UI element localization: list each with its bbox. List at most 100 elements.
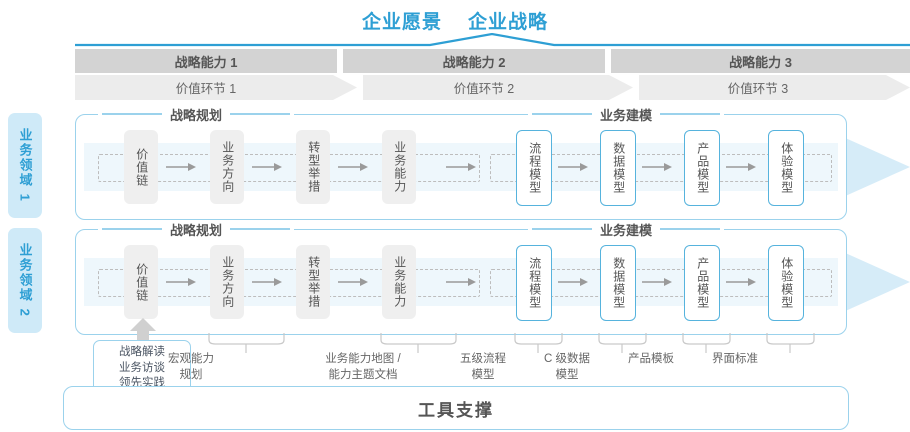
annotation-line-2: 能力主题文档 bbox=[328, 368, 398, 381]
footer-tool-support: 工具支撑 bbox=[63, 386, 849, 430]
dashed-band-modeling-2 bbox=[490, 269, 832, 297]
caption-rule-right bbox=[660, 113, 721, 115]
value-stage-label-1: 价值环节 1 bbox=[175, 82, 237, 96]
annotation-product-template: 产品模板 bbox=[596, 352, 706, 368]
annotation-ui-standard: 界面标准 bbox=[680, 352, 790, 368]
annotation-macro-capability: 宏观能力 规划 bbox=[131, 352, 251, 383]
connector-arrow bbox=[338, 163, 368, 171]
value-stage-chevrons bbox=[75, 75, 910, 100]
annotation-process-model: 五级流程 模型 bbox=[428, 352, 538, 383]
upward-arrow-icon bbox=[130, 318, 156, 344]
node-business-direction-1[interactable]: 业务方向 bbox=[210, 130, 244, 204]
caption-rule-left bbox=[102, 113, 162, 115]
annotation-box-line-2: 业务访谈 bbox=[119, 361, 165, 374]
sidebar-item-domain-2[interactable]: 业务领域 2 bbox=[8, 228, 42, 333]
node-transformation-1[interactable]: 转型举措 bbox=[296, 130, 330, 204]
title-strategy: 企业战略 bbox=[468, 11, 549, 33]
node-label: 转型举措 bbox=[306, 141, 321, 193]
node-product-model-1[interactable]: 产品模型 bbox=[684, 130, 720, 206]
swimlane-domain-2: 战略规划 业务建模 价值链 业务方向 转型举措 业务能力 流程模型 数据模型 产… bbox=[75, 221, 847, 335]
brace-connectors bbox=[208, 333, 815, 353]
node-data-model-2[interactable]: 数据模型 bbox=[600, 245, 636, 321]
sidebar-item-domain-1[interactable]: 业务领域 1 bbox=[8, 113, 42, 218]
section-caption-planning-2: 战略规划 bbox=[98, 221, 295, 238]
caption-rule-left bbox=[532, 113, 592, 115]
annotation-line-2: 模型 bbox=[555, 368, 579, 381]
annotation-line-2: 规划 bbox=[179, 368, 203, 381]
caption-rule-right bbox=[230, 113, 291, 115]
section-label-planning-2: 战略规划 bbox=[170, 222, 223, 238]
capability-label-1: 战略能力 1 bbox=[174, 54, 238, 70]
annotation-line-1: 产品模板 bbox=[628, 353, 674, 365]
node-value-chain-1[interactable]: 价值链 bbox=[124, 130, 158, 204]
node-label: 数据模型 bbox=[611, 257, 626, 309]
annotation-line-1: 界面标准 bbox=[712, 353, 758, 365]
value-stage-label-3: 价值环节 3 bbox=[727, 82, 789, 96]
capability-cell-3: 战略能力 3 bbox=[611, 49, 910, 73]
node-business-direction-2[interactable]: 业务方向 bbox=[210, 245, 244, 319]
node-experience-model-2[interactable]: 体验模型 bbox=[768, 245, 804, 321]
node-label: 产品模型 bbox=[695, 257, 710, 309]
node-transformation-2[interactable]: 转型举措 bbox=[296, 245, 330, 319]
section-caption-modeling-2: 业务建模 bbox=[528, 221, 725, 238]
node-process-model-2[interactable]: 流程模型 bbox=[516, 245, 552, 321]
swimlane-domain-1: 战略规划 业务建模 价值链 业务方向 转型举措 业务能力 流程模型 数据模型 产 bbox=[75, 106, 847, 220]
node-label: 体验模型 bbox=[779, 257, 794, 309]
node-label: 数据模型 bbox=[611, 142, 626, 194]
node-data-model-1[interactable]: 数据模型 bbox=[600, 130, 636, 206]
annotation-box-line-1: 战略解读 bbox=[119, 346, 165, 358]
capability-cell-2: 战略能力 2 bbox=[343, 49, 605, 73]
capability-label-3: 战略能力 3 bbox=[729, 54, 792, 70]
caption-rule-left bbox=[102, 228, 162, 230]
node-business-capability-1[interactable]: 业务能力 bbox=[382, 130, 416, 204]
value-stage-cell-1: 价值环节 1 bbox=[75, 75, 337, 100]
section-label-modeling-2: 业务建模 bbox=[600, 222, 653, 238]
annotation-capability-map: 业务能力地图 / 能力主题文档 bbox=[288, 352, 438, 383]
node-label: 体验模型 bbox=[779, 142, 794, 194]
connector-arrow bbox=[558, 278, 588, 286]
title-bracket-line bbox=[75, 33, 910, 47]
node-business-capability-2[interactable]: 业务能力 bbox=[382, 245, 416, 319]
connector-arrow bbox=[252, 163, 282, 171]
domain-label-1: 业务领域 1 bbox=[17, 128, 33, 203]
value-stage-cell-3: 价值环节 3 bbox=[627, 75, 889, 100]
connector-arrow bbox=[642, 278, 672, 286]
capability-cell-1: 战略能力 1 bbox=[75, 49, 337, 73]
caption-rule-right bbox=[660, 228, 721, 230]
node-label: 产品模型 bbox=[695, 142, 710, 194]
node-label: 流程模型 bbox=[527, 257, 542, 309]
node-value-chain-2[interactable]: 价值链 bbox=[124, 245, 158, 319]
annotation-line-1: 宏观能力 bbox=[168, 353, 214, 365]
value-stage-band: 价值环节 1 价值环节 2 价值环节 3 bbox=[75, 75, 910, 100]
connector-arrow bbox=[166, 163, 196, 171]
footer-label: 工具支撑 bbox=[418, 400, 494, 420]
section-caption-modeling-1: 业务建模 bbox=[528, 106, 725, 123]
node-label: 业务能力 bbox=[392, 256, 407, 308]
connector-arrow bbox=[726, 163, 756, 171]
node-label: 业务能力 bbox=[392, 141, 407, 193]
diagram-title: 企业愿景 企业战略 bbox=[0, 6, 910, 34]
title-vision: 企业愿景 bbox=[361, 11, 442, 33]
caption-rule-right bbox=[230, 228, 291, 230]
node-label: 价值链 bbox=[134, 147, 149, 187]
node-label: 价值链 bbox=[134, 262, 149, 302]
node-label: 转型举措 bbox=[306, 256, 321, 308]
annotation-data-model: C 级数据 模型 bbox=[512, 352, 622, 383]
connector-arrow bbox=[338, 278, 368, 286]
node-label: 业务方向 bbox=[220, 256, 235, 308]
caption-rule-left bbox=[532, 228, 592, 230]
dashed-band-planning-2 bbox=[98, 269, 480, 297]
connector-arrow bbox=[446, 163, 476, 171]
node-process-model-1[interactable]: 流程模型 bbox=[516, 130, 552, 206]
annotation-line-1: 业务能力地图 / bbox=[325, 353, 401, 365]
node-experience-model-1[interactable]: 体验模型 bbox=[768, 130, 804, 206]
capability-band: 战略能力 1 战略能力 2 战略能力 3 bbox=[75, 49, 910, 73]
value-stage-label-2: 价值环节 2 bbox=[453, 82, 515, 96]
domain-label-2: 业务领域 2 bbox=[17, 243, 33, 318]
section-caption-planning-1: 战略规划 bbox=[98, 106, 295, 123]
connector-arrow bbox=[726, 278, 756, 286]
dashed-band-modeling-1 bbox=[490, 154, 832, 182]
connector-arrow bbox=[558, 163, 588, 171]
node-product-model-2[interactable]: 产品模型 bbox=[684, 245, 720, 321]
